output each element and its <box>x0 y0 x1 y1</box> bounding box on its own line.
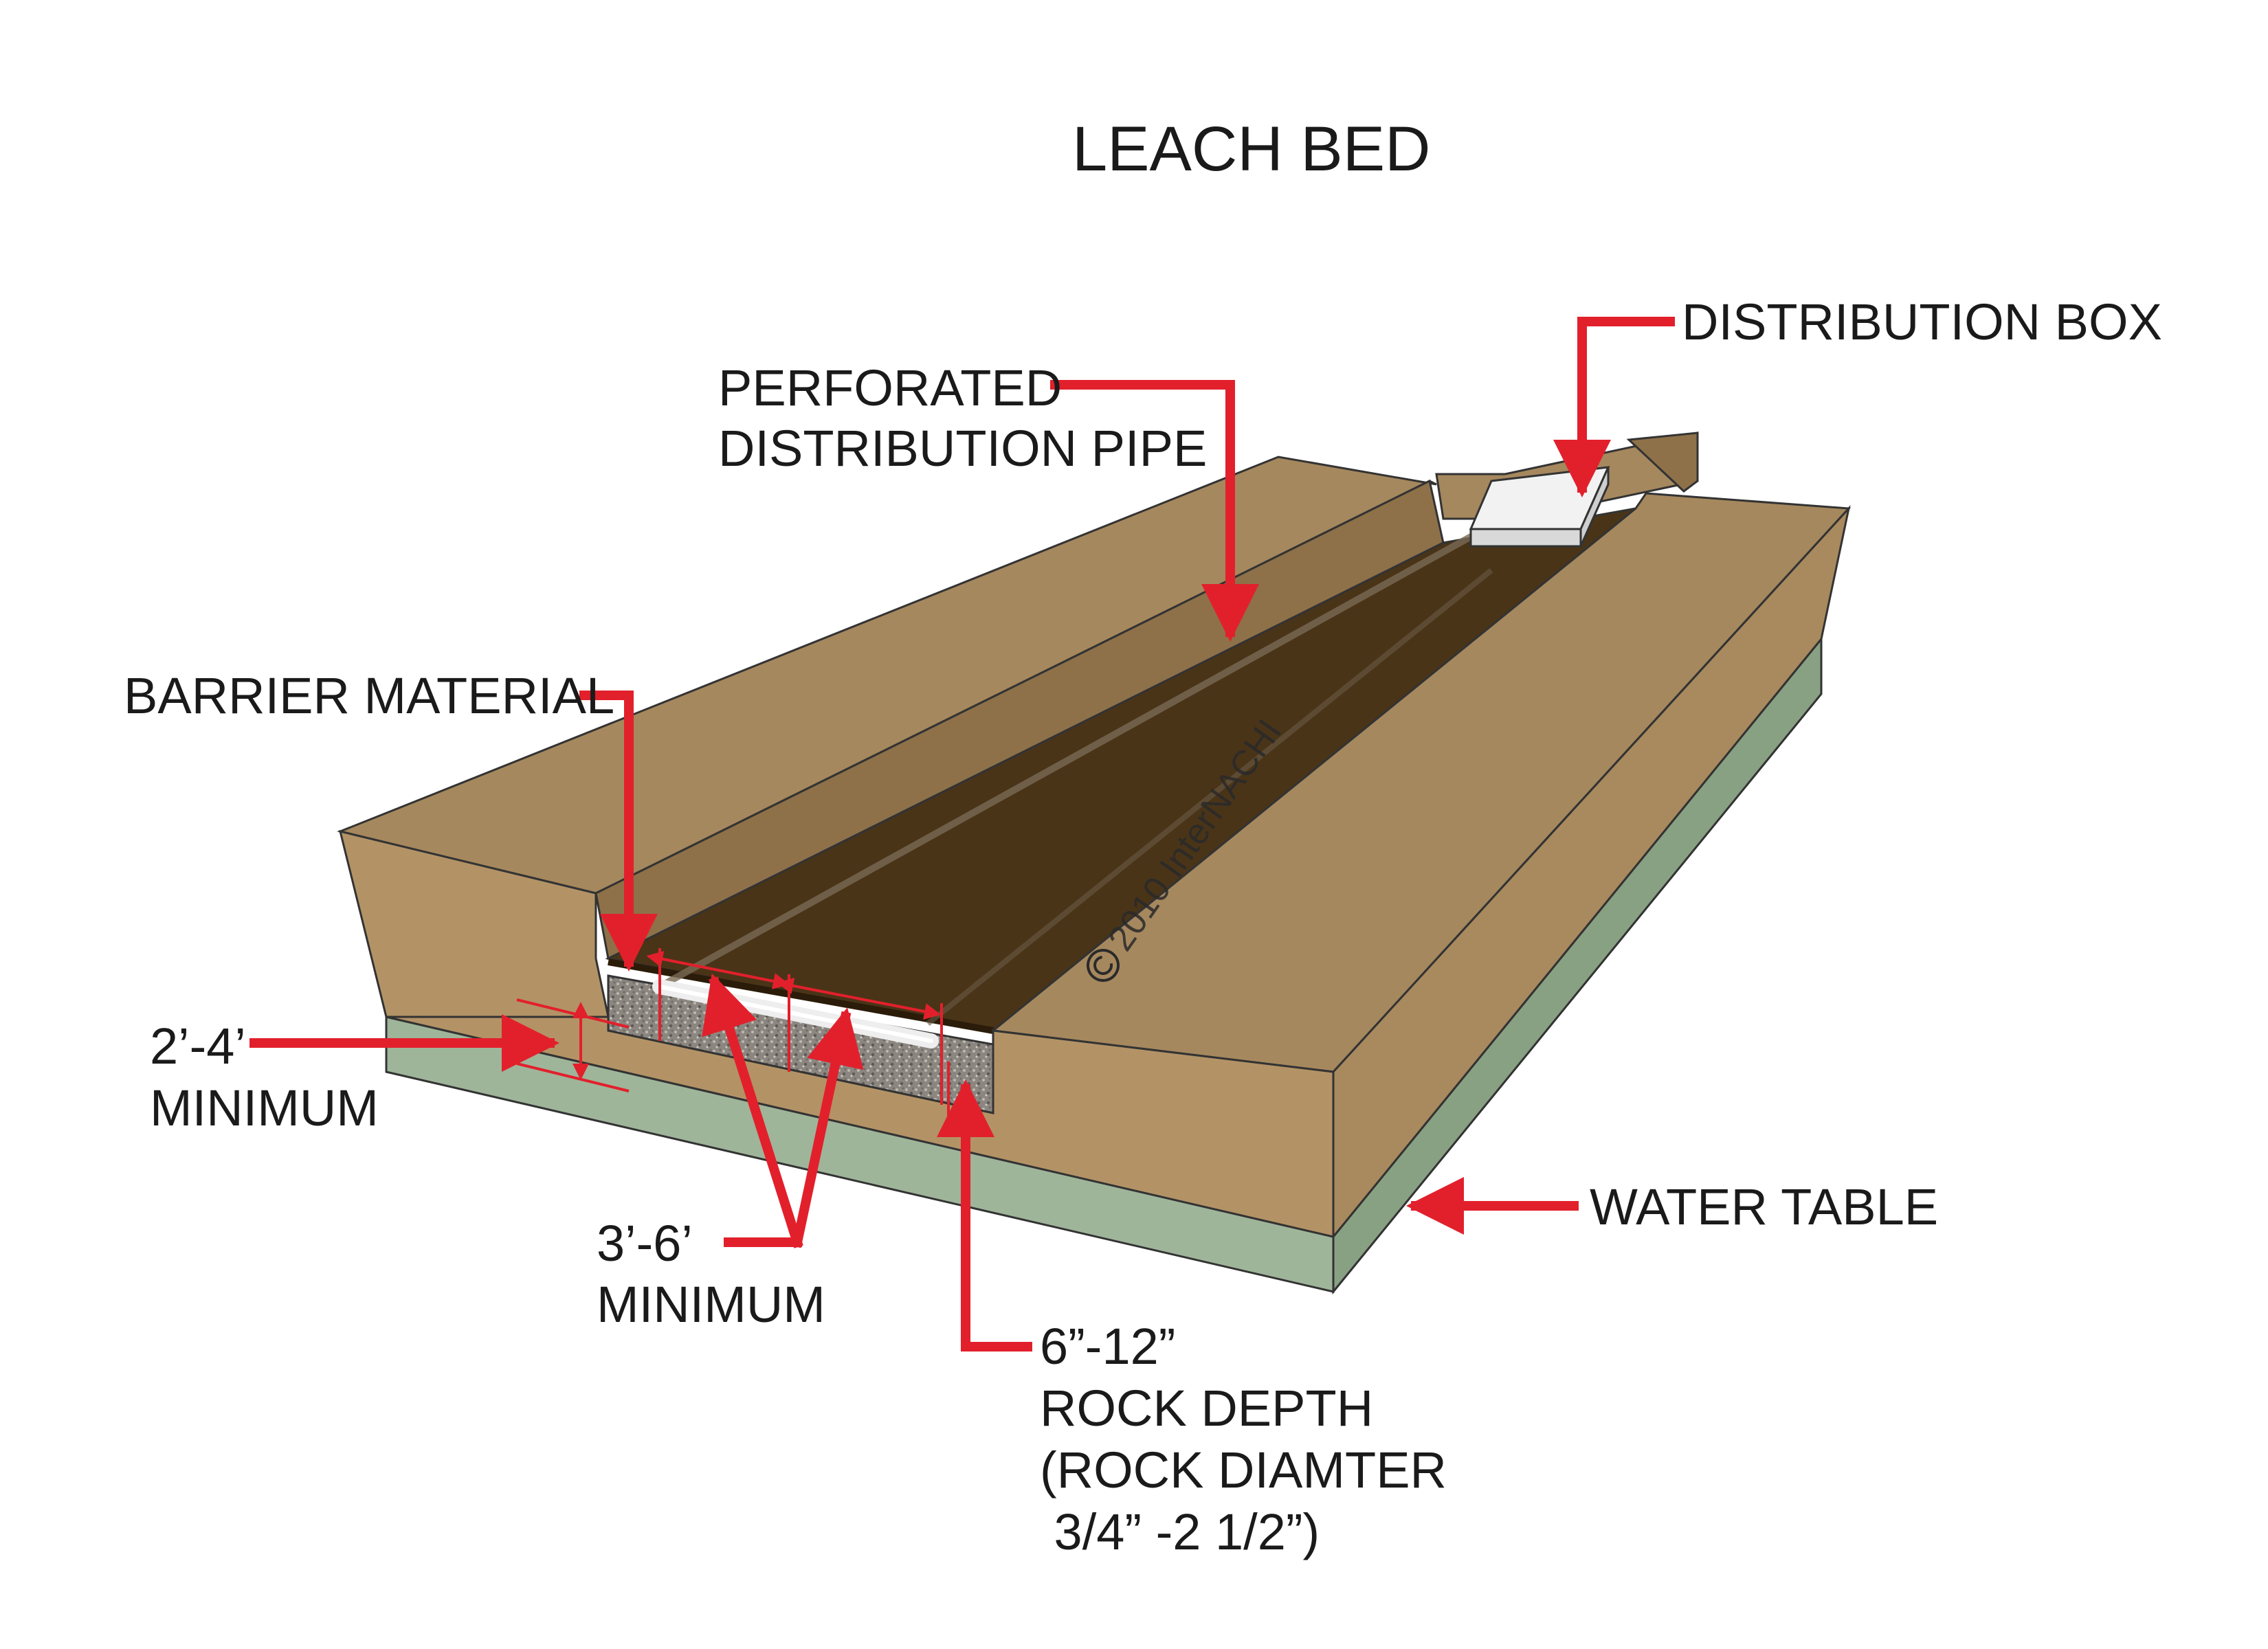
barrier-material-label: BARRIER MATERIAL <box>124 667 614 724</box>
rock-depth-label-line1: 6”-12” <box>1040 1318 1175 1375</box>
distribution-pipe-branch <box>926 568 1493 1027</box>
left-bank-front <box>338 829 610 1018</box>
width-label-line1: 3’-6’ <box>597 1215 693 1272</box>
dimension-lines <box>516 948 950 1127</box>
distribution-box-label: DISTRIBUTION BOX <box>1682 293 2162 350</box>
distribution-pipe <box>658 526 1487 990</box>
water-table-label: WATER TABLE <box>1590 1178 1938 1235</box>
rock-depth-label-line4: 3/4” -2 1/2”) <box>1040 1503 1320 1560</box>
back-bank-side <box>1626 431 1699 493</box>
rock-depth-arrow <box>937 1079 1032 1351</box>
page-title: LEACH BED <box>1072 114 1431 184</box>
rock-depth-label-line3: (ROCK DIAMTER <box>1040 1442 1447 1499</box>
perforated-pipe-label-line1: PERFORATED <box>718 359 1062 416</box>
callouts <box>249 317 1675 1351</box>
perforated-pipe-arrow <box>1050 380 1259 642</box>
depth-label-line1: 2’-4’ <box>150 1018 246 1075</box>
right-bank-side <box>1332 504 1851 1240</box>
width-label-line2: MINIMUM <box>597 1276 825 1333</box>
barrier-material-arrow <box>579 691 658 972</box>
perforated-pipe-label-line2: DISTRIBUTION PIPE <box>718 420 1207 477</box>
soil-block <box>337 431 1852 1295</box>
distribution-box-arrow <box>1553 317 1675 497</box>
depth-label-line2: MINIMUM <box>150 1079 379 1136</box>
copyright-icon <box>1087 949 1120 982</box>
rock-depth-label-line2: ROCK DEPTH <box>1040 1380 1373 1437</box>
